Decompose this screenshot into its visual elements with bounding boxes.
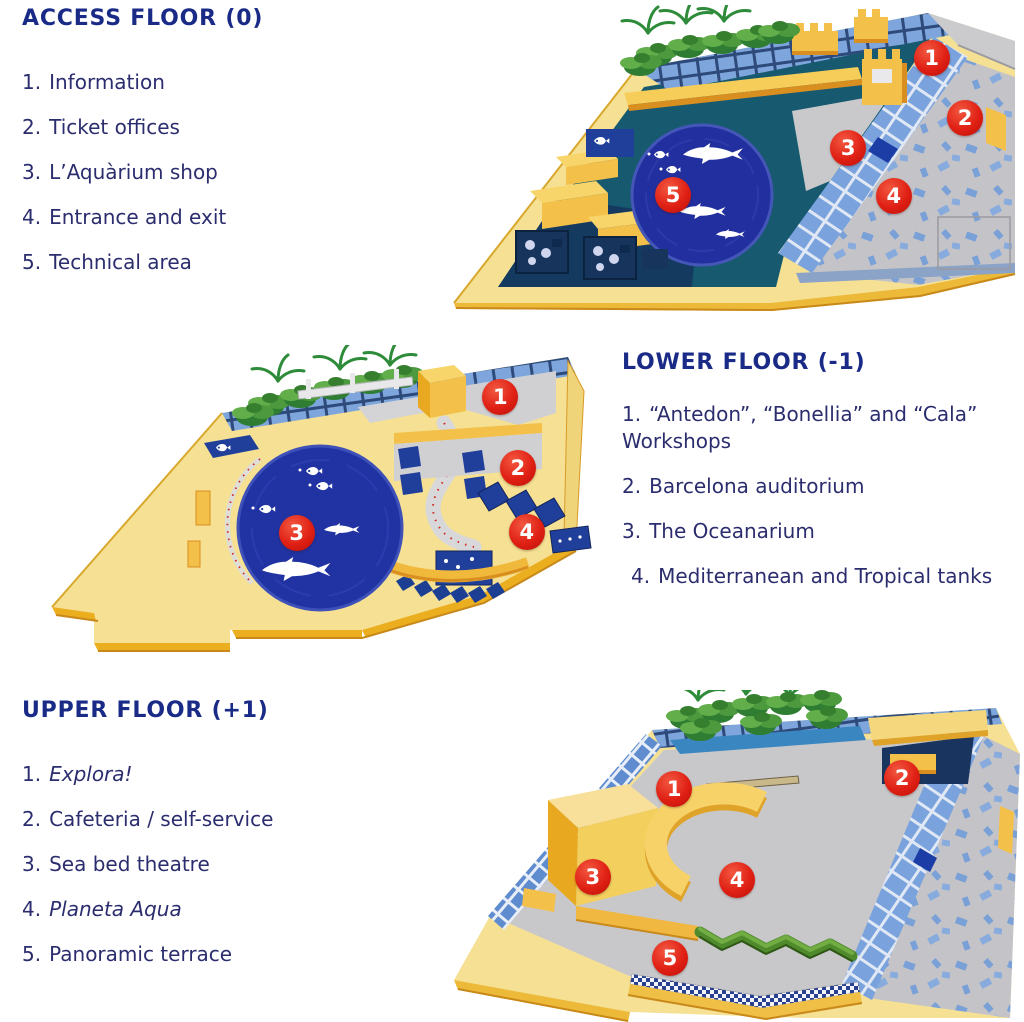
benches <box>398 446 487 499</box>
item-number: 4. <box>22 897 42 921</box>
item-number: 1. <box>22 762 42 786</box>
item-label: The Oceanarium <box>649 519 815 543</box>
floor2-marker-2: 2 <box>884 759 921 796</box>
legend-items: 1. Information 2. Ticket offices 3. L’Aquàr… <box>22 69 412 275</box>
item-label: Explora! <box>49 762 133 786</box>
item-number: 3. <box>622 519 642 543</box>
legend-items: 1. Explora! 2. Cafeteria / self-service 3.… <box>22 761 412 967</box>
item-number: 1. <box>22 70 42 94</box>
plaza-edge-strip <box>796 263 1015 283</box>
lower-floor-diagram: 1 2 3 4 <box>10 345 600 665</box>
plants <box>232 345 424 426</box>
item-number: 1. <box>622 402 642 426</box>
legend-item: 3. L’Aquàrium shop <box>22 159 412 185</box>
roof-tile-band <box>222 357 576 431</box>
stair-tower <box>418 365 466 418</box>
item-number: 2. <box>22 115 42 139</box>
legend-item: 4. Mediterranean and Tropical tanks <box>622 563 1022 590</box>
item-label: Technical area <box>49 250 192 274</box>
floor2-marker-3: 3 <box>574 858 611 895</box>
lower-floor-illustration <box>51 345 592 652</box>
gate-structure <box>862 49 907 105</box>
item-label: Ticket offices <box>49 115 180 139</box>
item-label: Entrance and exit <box>49 205 227 229</box>
plaza-outline <box>937 216 1011 270</box>
item-number: 2. <box>622 474 642 498</box>
item-label: Planeta Aqua <box>49 897 182 921</box>
oceanarium-tank <box>630 123 774 267</box>
terrace-edge <box>627 973 863 1021</box>
small-tank <box>586 129 634 157</box>
side-tank <box>204 435 259 458</box>
legend-item: 5. Technical area <box>22 249 412 275</box>
floor-title: LOWER FLOOR (-1) <box>622 350 866 375</box>
floor2-marker-5: 5 <box>651 939 688 976</box>
legend-item: 4. Planeta Aqua <box>22 896 412 922</box>
terrace-wall <box>575 906 699 941</box>
item-number: 4. <box>631 564 651 588</box>
oceanarium-tank <box>224 444 404 612</box>
floor-1-marker-3: 3 <box>278 515 315 552</box>
floor-title: ACCESS FLOOR (0) <box>22 6 264 31</box>
upper-floor-diagram: 1 2 3 4 5 <box>430 690 1024 1022</box>
legend-item: 5. Panoramic terrace <box>22 941 412 967</box>
legend-item: 2. Ticket offices <box>22 114 412 140</box>
item-label: “Antedon”, “Bonellia” and “Cala” Worksho… <box>622 402 978 453</box>
floor0-marker-5: 5 <box>655 177 692 214</box>
legend-item: 2. Barcelona auditorium <box>622 473 1022 500</box>
planeta-aqua-arc <box>644 782 767 902</box>
legend-item: 3. The Oceanarium <box>622 518 1022 545</box>
lower-floor-legend: LOWER FLOOR (-1) 1.“Antedon”, “Bonellia”… <box>622 350 1022 608</box>
upper-floor-illustration <box>454 690 1020 1022</box>
floor-1-marker-4: 4 <box>508 513 545 550</box>
floor-1-marker-1: 1 <box>482 379 519 416</box>
seat-rows <box>396 574 505 603</box>
green-screen <box>694 926 858 962</box>
item-label: Cafeteria / self-service <box>49 807 274 831</box>
item-number: 3. <box>22 160 42 184</box>
item-label: Panoramic terrace <box>49 942 233 966</box>
legend-item: 3. Sea bed theatre <box>22 851 412 877</box>
terrace-plaza <box>868 734 1020 1018</box>
technical-machines <box>515 230 668 280</box>
item-number: 2. <box>22 807 42 831</box>
floor0-marker-2: 2 <box>947 100 984 137</box>
access-floor-diagram: 1 2 3 4 5 <box>440 5 1024 315</box>
legend-item: 1. Information <box>22 69 412 95</box>
legend-item: 2. Cafeteria / self-service <box>22 806 412 832</box>
floor0-marker-1: 1 <box>913 40 950 76</box>
item-number: 5. <box>22 250 42 274</box>
item-number: 3. <box>22 852 42 876</box>
item-number: 4. <box>22 205 42 229</box>
floor2-marker-4: 4 <box>719 861 756 898</box>
item-number: 5. <box>22 942 42 966</box>
floor0-marker-3: 3 <box>830 129 867 166</box>
plaza-step <box>998 806 1014 854</box>
top-right-wall <box>928 13 1016 70</box>
item-label: Barcelona auditorium <box>649 474 865 498</box>
ramp-tile-band <box>778 37 968 273</box>
plants <box>666 690 866 754</box>
floor2-marker-1: 1 <box>656 770 693 807</box>
right-wall <box>563 359 585 546</box>
floor-1-marker-2: 2 <box>499 449 536 486</box>
legend-items: 1.“Antedon”, “Bonellia” and “Cala” Works… <box>622 401 1022 590</box>
floor0-marker-4: 4 <box>875 177 912 214</box>
upper-floor-legend: UPPER FLOOR (+1) 1. Explora! 2. Cafeteria … <box>22 698 412 986</box>
pillars <box>187 490 211 568</box>
item-label: Mediterranean and Tropical tanks <box>658 564 993 588</box>
right-tile-band <box>842 718 984 1000</box>
roof-blocks <box>792 9 1006 151</box>
legend-item: 1.“Antedon”, “Bonellia” and “Cala” Works… <box>622 401 1022 455</box>
item-label: L’Aquàrium shop <box>49 160 218 184</box>
access-floor-legend: ACCESS FLOOR (0) 1. Information 2. Ticket … <box>22 6 412 294</box>
item-label: Information <box>49 70 165 94</box>
floor-title: UPPER FLOOR (+1) <box>22 698 269 723</box>
legend-item: 4. Entrance and exit <box>22 204 412 230</box>
legend-item: 1. Explora! <box>22 761 412 787</box>
item-label: Sea bed theatre <box>49 852 210 876</box>
wall-bar <box>624 67 863 111</box>
